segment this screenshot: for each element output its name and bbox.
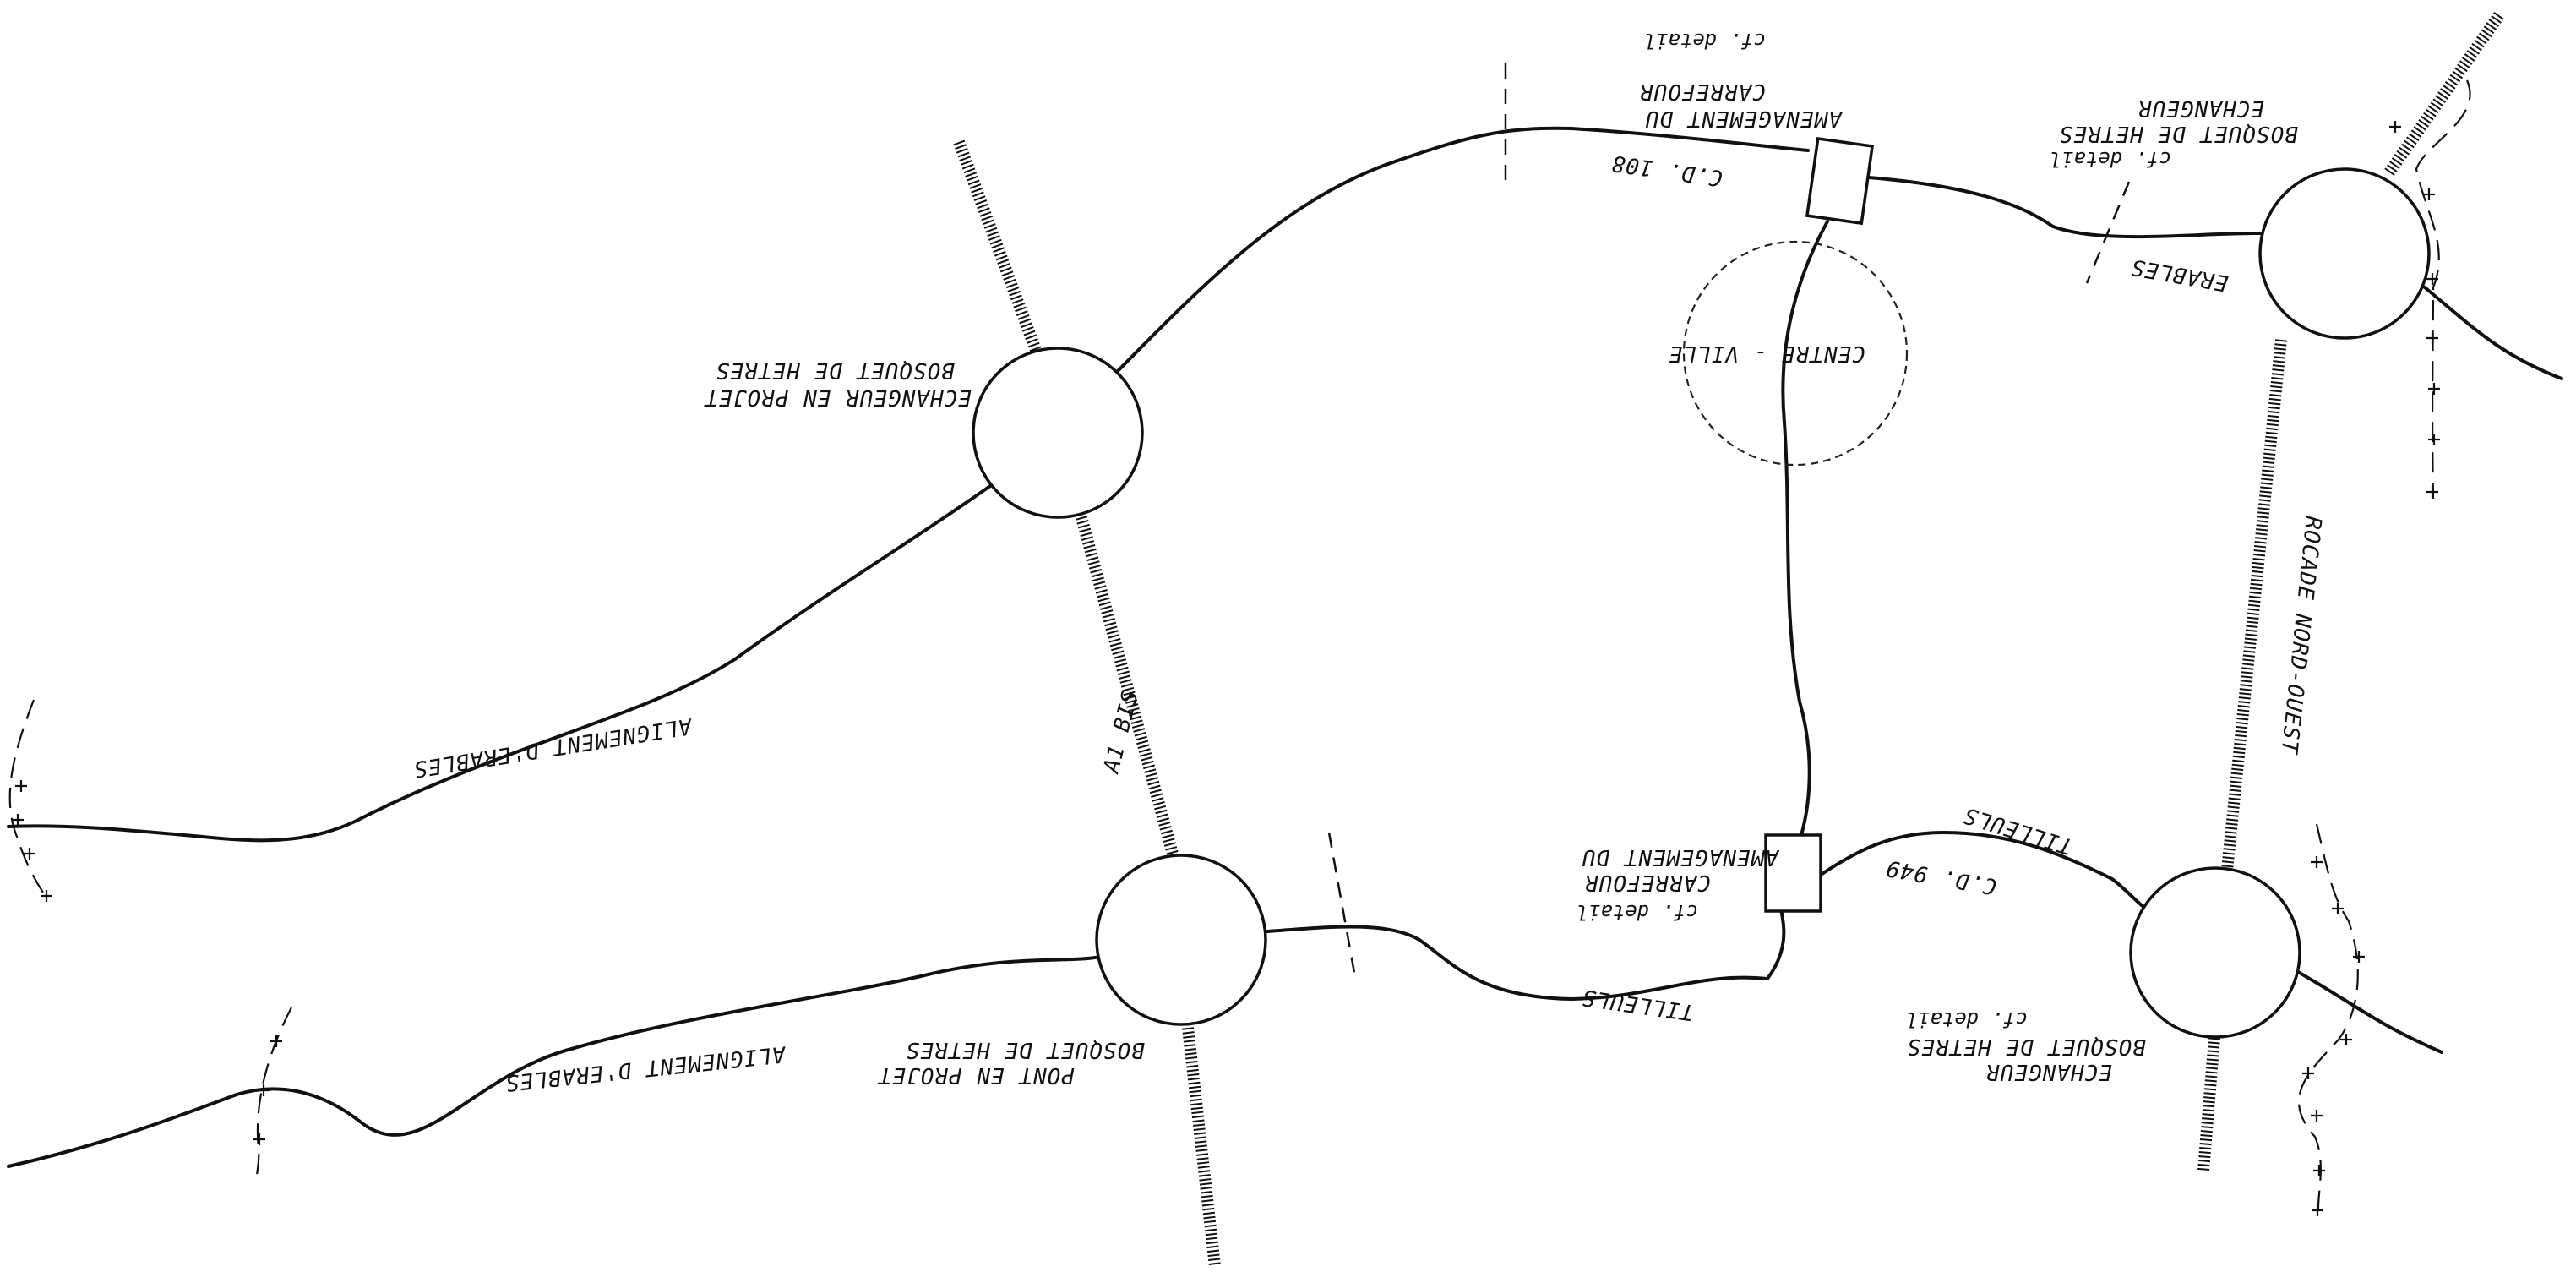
junction-north-label-3: cf. detail <box>1644 29 1767 52</box>
interchange-se <box>2129 866 2301 1039</box>
centre-ville-label: CENTRE - VILLE <box>1669 341 1865 366</box>
junction-north-label-2: CARREFOUR <box>1639 79 1766 104</box>
interchange-ne-label-2: BOSQUET DE HETRES <box>2059 121 2298 146</box>
alignement-south-label: ALIGNEMENT D'ERABLES <box>504 1040 787 1095</box>
centre-ville-road <box>1781 220 1829 837</box>
interchange-ne <box>2258 167 2431 340</box>
cd108-road <box>1115 126 1810 374</box>
junction-south-box <box>1764 833 1822 913</box>
alignement-north-label: ALIGNEMENT D'ERABLES <box>411 712 695 782</box>
interchange-ne-label-3: cf. detail <box>2050 147 2172 171</box>
junction-north-label-1: AMENAGEMENT DU <box>1645 106 1844 131</box>
interchange-nw-label-2: BOSQUET DE HETRES <box>716 358 955 383</box>
rocade-nord-ouest-track <box>2221 339 2287 871</box>
tilleuls-east-label: TILLEULS <box>1961 802 2076 860</box>
a1-bis-label: A1 BIS <box>1098 687 1144 777</box>
se-east-road <box>2296 970 2443 1054</box>
interchange-se-label-2: BOSQUET DE HETRES <box>1907 1034 2146 1059</box>
cd108-label: C.D. 108 <box>1609 150 1724 190</box>
centre-ville-zone <box>1682 240 1909 467</box>
a1-bis-motorway-center <box>1076 516 1180 862</box>
cd949-label: C.D. 949 <box>1883 854 1998 899</box>
boundary-crosses <box>12 121 2440 1216</box>
cut-marker-erables <box>2085 181 2131 284</box>
ne-track <box>2384 11 2504 177</box>
bridge-sw-label-1: PONT EN PROJET <box>878 1062 1075 1088</box>
interchange-nw <box>972 347 1144 519</box>
interchange-se-label-3: cf. detail <box>1906 1007 2029 1031</box>
boundary-ne <box>2415 79 2471 500</box>
junction-south-label-3: cf. detail <box>1577 900 1699 924</box>
erables-label: ERABLES <box>2129 254 2230 296</box>
a1-bis-motorway-south <box>1182 1027 1221 1267</box>
boundary-west-south <box>255 1007 292 1185</box>
boundary-west-north <box>8 699 47 898</box>
junction-south-label-2: CARREFOUR <box>1584 870 1711 895</box>
alignement-erables-south <box>7 955 1102 1168</box>
junction-north-box <box>1805 137 1875 226</box>
a1-bis-motorway-north <box>953 139 1043 358</box>
bridge-sw <box>1095 854 1267 1026</box>
boundary-se <box>2298 823 2359 1218</box>
junction-south-label-1: AMENAGEMENT DU <box>1582 844 1780 870</box>
alignement-erables-north <box>7 484 992 843</box>
bridge-sw-label-2: BOSQUET DE HETRES <box>906 1037 1145 1062</box>
ne-east-road <box>2423 286 2563 380</box>
interchange-ne-label-1: ECHANGEUR <box>2138 96 2264 121</box>
interchange-se-label-1: ECHANGEUR <box>1985 1059 2112 1084</box>
tilleuls-road <box>1266 907 1786 1001</box>
tilleuls-south-label: TILLEULS <box>1580 984 1695 1024</box>
cut-marker-tilleuls <box>1327 832 1358 983</box>
cd108-east-road <box>1867 176 2266 239</box>
interchange-nw-label-1: ECHANGEUR EN PROJET <box>704 385 972 410</box>
rocade-south-track <box>2197 1037 2220 1171</box>
cd949-road <box>1819 831 2156 916</box>
rocade-label: ROCADE NORD-OUEST <box>2276 515 2326 756</box>
